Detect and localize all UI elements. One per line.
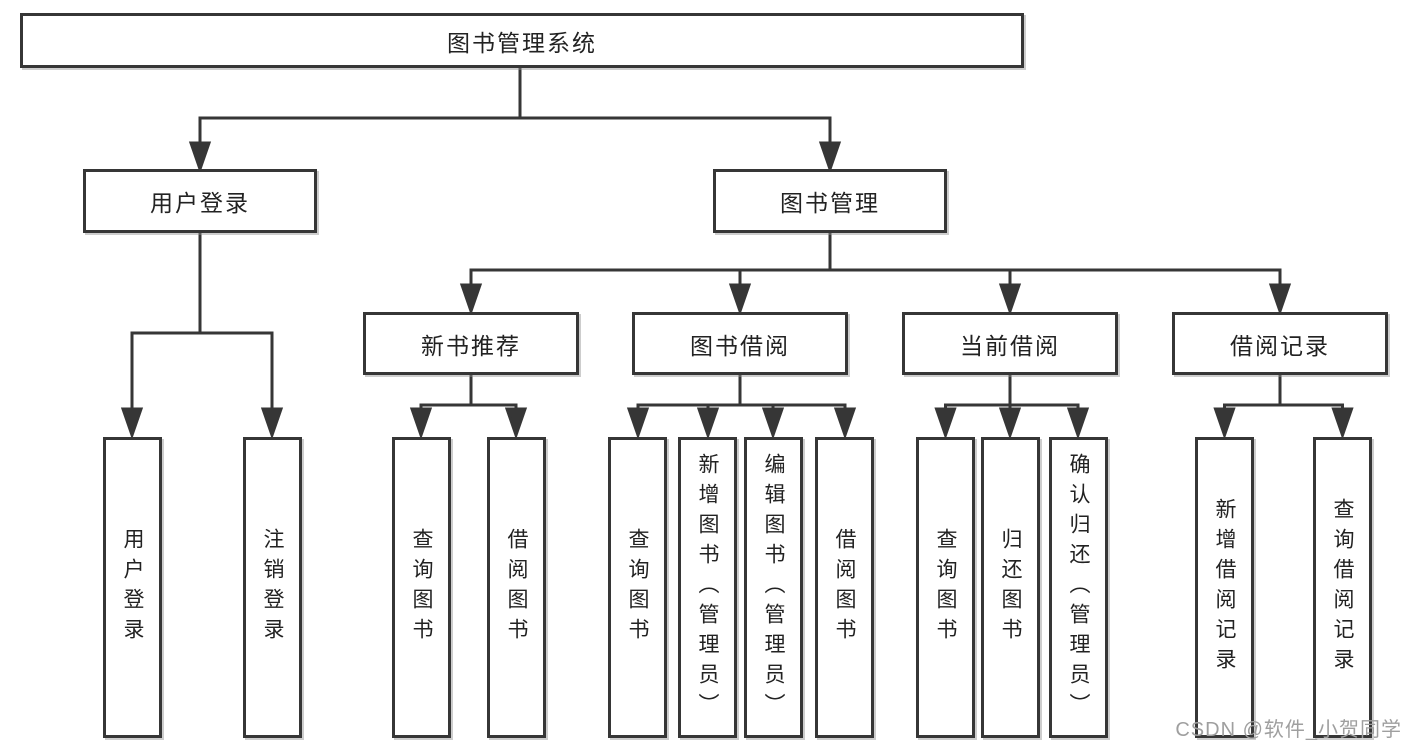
leaf-label: 注销登录: [261, 527, 284, 648]
leaf-add-books-admin: 新增图书（管理员）: [678, 437, 737, 738]
leaf-query-books: 查询图书: [392, 437, 451, 738]
leaf-query-borrow-record: 查询借阅记录: [1313, 437, 1372, 738]
node-label: 借阅记录: [1230, 332, 1330, 359]
leaf-label: 归还图书: [999, 527, 1022, 648]
leaf-label: 用户登录: [121, 527, 144, 648]
leaf-label: 借阅图书: [505, 527, 528, 648]
leaf-borrow-books: 借阅图书: [815, 437, 874, 738]
node-label: 新书推荐: [421, 332, 521, 359]
node-current-borrow: 当前借阅: [902, 312, 1118, 375]
leaf-label: 新增图书（管理员）: [696, 452, 719, 723]
leaf-label: 查询图书: [934, 527, 957, 648]
leaf-borrow-books: 借阅图书: [487, 437, 546, 738]
leaf-add-borrow-record: 新增借阅记录: [1195, 437, 1254, 738]
leaf-label: 查询图书: [626, 527, 649, 648]
node-book-management: 图书管理: [713, 169, 947, 233]
leaf-user-login: 用户登录: [103, 437, 162, 738]
leaf-logout: 注销登录: [243, 437, 302, 738]
node-new-book-recommend: 新书推荐: [363, 312, 579, 375]
leaf-query-books: 查询图书: [608, 437, 667, 738]
leaf-label: 编辑图书（管理员）: [762, 452, 785, 723]
node-label: 当前借阅: [960, 332, 1060, 359]
leaf-label: 查询图书: [410, 527, 433, 648]
node-library-management-system: 图书管理系统: [20, 13, 1024, 68]
node-label: 用户登录: [150, 190, 250, 216]
leaf-return-books: 归还图书: [981, 437, 1040, 738]
node-book-borrow: 图书借阅: [632, 312, 848, 375]
csdn-watermark: CSDN @软件_小贺同学: [1175, 719, 1402, 741]
node-label: 图书借阅: [690, 332, 790, 359]
leaf-label: 借阅图书: [833, 527, 856, 648]
leaf-label: 新增借阅记录: [1213, 497, 1236, 678]
leaf-label: 确认归还（管理员）: [1067, 452, 1090, 723]
node-label: 图书管理系统: [447, 29, 597, 56]
leaf-query-books: 查询图书: [916, 437, 975, 738]
node-borrow-records: 借阅记录: [1172, 312, 1388, 375]
leaf-edit-books-admin: 编辑图书（管理员）: [744, 437, 803, 738]
leaf-label: 查询借阅记录: [1331, 497, 1354, 678]
node-label: 图书管理: [780, 190, 880, 216]
leaf-confirm-return-admin: 确认归还（管理员）: [1049, 437, 1108, 738]
node-user-login: 用户登录: [83, 169, 317, 233]
